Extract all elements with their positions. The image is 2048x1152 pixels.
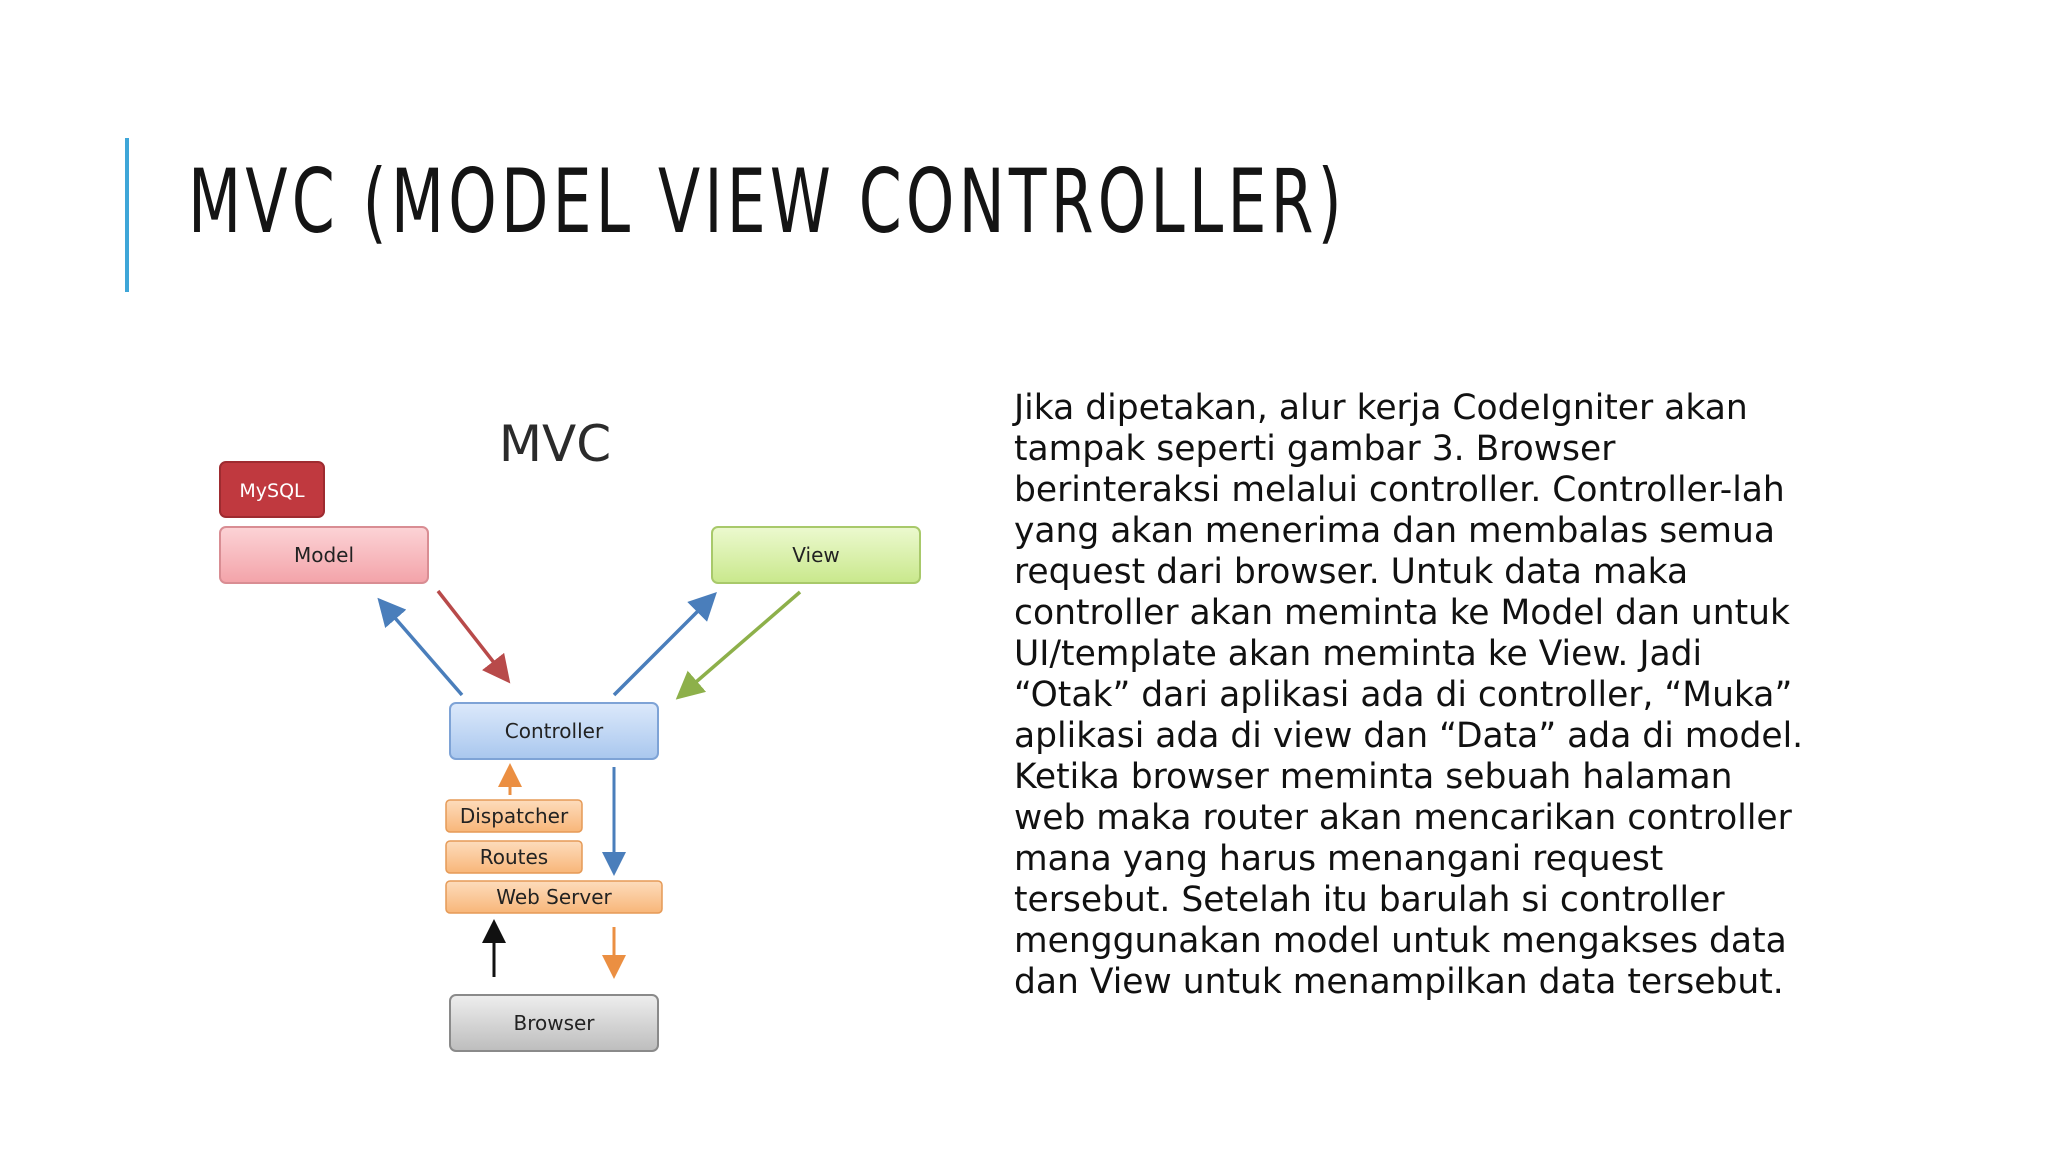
controller-label: Controller bbox=[505, 719, 604, 743]
dispatcher-node: Dispatcher bbox=[445, 799, 583, 833]
routes-node: Routes bbox=[445, 840, 583, 874]
web-server-label: Web Server bbox=[496, 885, 612, 909]
arrow-view-to-controller bbox=[675, 590, 802, 700]
model-label: Model bbox=[294, 543, 354, 567]
arrow-controller-to-view bbox=[612, 592, 717, 697]
model-node: Model bbox=[219, 526, 429, 584]
slide-title: MVC (MODEL VIEW CONTROLLER) bbox=[188, 150, 1346, 253]
controller-node: Controller bbox=[449, 702, 659, 760]
dispatcher-label: Dispatcher bbox=[460, 804, 569, 828]
view-label: View bbox=[792, 543, 839, 567]
mysql-label: MySQL bbox=[239, 480, 305, 502]
browser-label: Browser bbox=[513, 1011, 595, 1035]
arrow-controller-to-model bbox=[377, 597, 464, 697]
mvc-diagram: MVC MySQL Model View Controller bbox=[200, 395, 940, 1075]
arrow-model-to-controller bbox=[436, 589, 511, 684]
body-paragraph: Jika dipetakan, alur kerja CodeIgniter a… bbox=[1014, 388, 1804, 1002]
browser-node: Browser bbox=[449, 994, 659, 1052]
mysql-node: MySQL bbox=[219, 461, 325, 518]
title-accent-bar bbox=[125, 138, 129, 292]
mvc-diagram-svg: MVC MySQL Model View Controller bbox=[219, 415, 921, 1052]
routes-label: Routes bbox=[480, 845, 548, 869]
diagram-heading: MVC bbox=[499, 415, 611, 473]
web-server-node: Web Server bbox=[445, 880, 663, 914]
view-node: View bbox=[711, 526, 921, 584]
